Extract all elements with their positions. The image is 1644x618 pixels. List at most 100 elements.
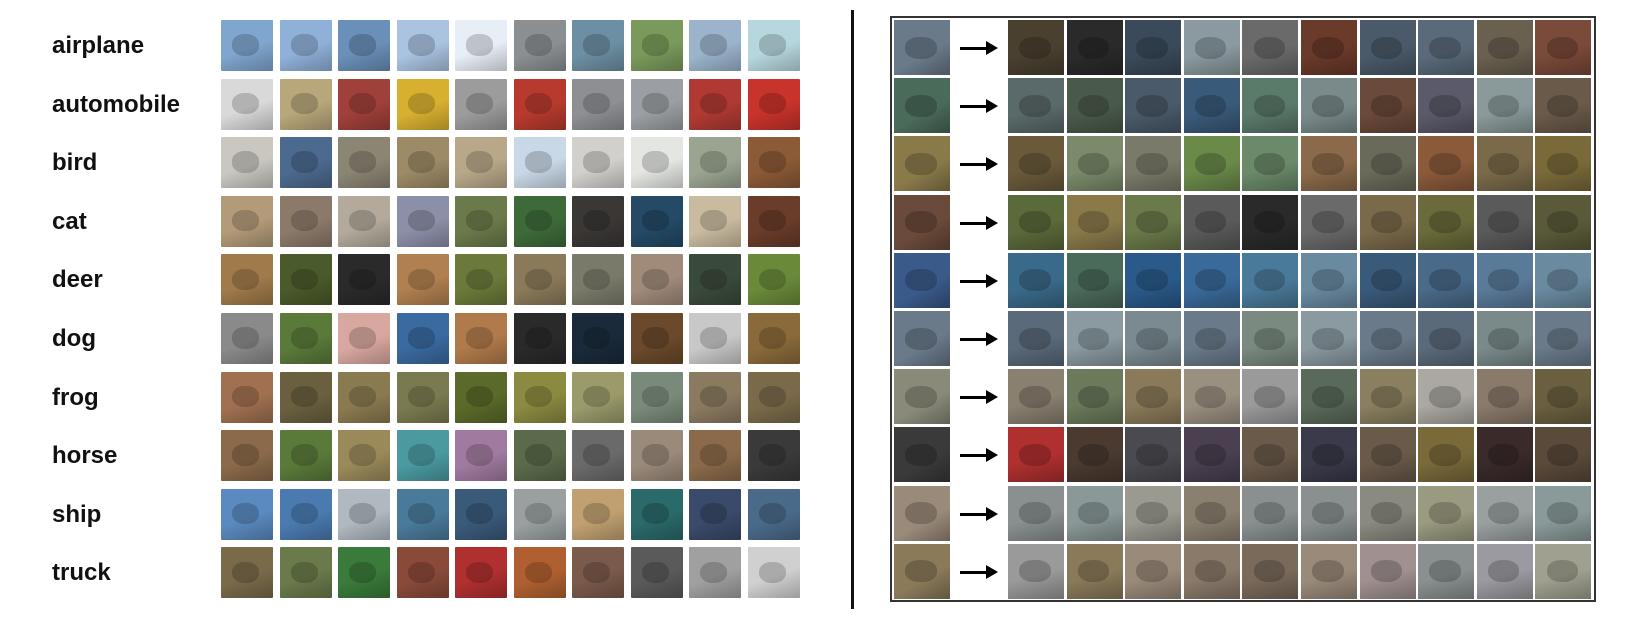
sample-image-cat-4 — [396, 195, 449, 247]
neighbor-image-row-9-1 — [1008, 485, 1064, 541]
neighbor-image-row-10-1 — [1008, 543, 1064, 599]
sample-image-bird-2 — [279, 137, 332, 189]
sample-image-bird-5 — [455, 137, 507, 189]
neighbor-image-row-2-7 — [1359, 78, 1416, 134]
sample-image-horse-2 — [279, 430, 332, 482]
neighbor-image-row-6-6 — [1301, 311, 1357, 366]
sample-image-ship-1 — [221, 488, 273, 540]
arrow-icon — [960, 445, 1000, 465]
neighbor-image-row-4-3 — [1125, 194, 1182, 250]
neighbor-image-row-5-7 — [1359, 252, 1416, 308]
neighbor-image-row-2-9 — [1476, 78, 1533, 134]
sample-image-frog-7 — [572, 371, 624, 423]
query-image-row-5 — [894, 252, 950, 308]
neighbor-image-row-7-9 — [1476, 369, 1533, 425]
neighbor-image-row-3-3 — [1125, 136, 1182, 192]
sample-image-ship-6 — [513, 488, 566, 540]
sample-image-truck-5 — [455, 547, 507, 599]
neighbor-image-row-4-5 — [1242, 194, 1299, 250]
neighbor-image-row-10-9 — [1476, 543, 1533, 599]
query-image-row-9 — [894, 485, 950, 541]
sample-image-airplane-2 — [279, 20, 332, 71]
sample-image-horse-6 — [513, 430, 566, 482]
neighbor-image-row-6-7 — [1359, 311, 1416, 366]
neighbor-image-row-6-1 — [1008, 311, 1064, 366]
sample-image-horse-5 — [455, 430, 507, 482]
neighbor-image-row-6-5 — [1242, 311, 1299, 366]
neighbor-image-row-5-1 — [1008, 252, 1064, 308]
neighbor-image-row-7-3 — [1125, 369, 1182, 425]
neighbor-image-row-4-7 — [1359, 194, 1416, 250]
sample-image-automobile-5 — [455, 78, 507, 130]
sample-image-truck-6 — [513, 547, 566, 599]
neighbor-image-row-9-6 — [1301, 485, 1357, 541]
arrow-icon — [960, 154, 1000, 174]
neighbor-image-row-10-5 — [1242, 543, 1299, 599]
sample-image-automobile-1 — [221, 78, 273, 130]
neighbor-image-row-9-7 — [1359, 485, 1416, 541]
sample-image-ship-10 — [747, 488, 800, 540]
neighbor-image-row-8-6 — [1301, 427, 1357, 483]
sample-image-truck-7 — [572, 547, 624, 599]
sample-image-truck-10 — [747, 547, 800, 599]
neighbor-image-row-4-4 — [1183, 194, 1240, 250]
sample-image-frog-3 — [338, 371, 390, 423]
neighbor-image-row-10-4 — [1183, 543, 1240, 599]
neighbor-image-row-7-7 — [1359, 369, 1416, 425]
sample-image-horse-4 — [396, 430, 449, 482]
sample-image-cat-10 — [747, 195, 800, 247]
neighbor-image-row-1-4 — [1183, 20, 1240, 75]
sample-image-airplane-3 — [338, 20, 390, 71]
arrow-icon — [960, 271, 1000, 291]
sample-image-truck-4 — [396, 547, 449, 599]
class-label-horse: horse — [52, 442, 118, 470]
sample-image-bird-9 — [689, 137, 741, 189]
class-label-cat: cat — [52, 207, 87, 235]
class-label-deer: deer — [52, 266, 103, 294]
arrow-icon — [960, 329, 1000, 349]
class-label-airplane: airplane — [52, 32, 145, 59]
neighbor-image-row-10-2 — [1066, 543, 1123, 599]
sample-image-horse-1 — [221, 430, 273, 482]
sample-image-deer-5 — [455, 254, 507, 306]
sample-image-airplane-8 — [630, 20, 683, 71]
neighbor-image-row-9-8 — [1418, 485, 1475, 541]
sample-image-dog-1 — [221, 313, 273, 364]
sample-image-deer-4 — [396, 254, 449, 306]
sample-image-horse-8 — [630, 430, 683, 482]
neighbor-image-row-10-10 — [1535, 543, 1592, 599]
neighbor-image-row-4-10 — [1535, 194, 1592, 250]
neighbor-image-row-3-6 — [1301, 136, 1357, 192]
neighbor-image-row-1-6 — [1301, 20, 1357, 75]
neighbor-image-row-1-7 — [1359, 20, 1416, 75]
sample-image-cat-6 — [513, 195, 566, 247]
sample-image-automobile-3 — [338, 78, 390, 130]
neighbor-image-row-1-9 — [1476, 20, 1533, 75]
sample-image-airplane-6 — [513, 20, 566, 71]
sample-image-frog-1 — [221, 371, 273, 423]
sample-image-automobile-6 — [513, 78, 566, 130]
sample-image-airplane-5 — [455, 20, 507, 71]
sample-image-ship-7 — [572, 488, 624, 540]
sample-image-ship-8 — [630, 488, 683, 540]
class-label-frog: frog — [52, 383, 99, 411]
neighbor-image-row-4-8 — [1418, 194, 1475, 250]
sample-image-cat-1 — [221, 195, 273, 247]
neighbor-image-row-6-10 — [1535, 311, 1592, 366]
neighbor-image-row-5-10 — [1535, 252, 1592, 308]
sample-image-ship-9 — [689, 488, 741, 540]
sample-image-automobile-9 — [689, 78, 741, 130]
neighbor-image-row-4-2 — [1066, 194, 1123, 250]
neighbor-image-row-3-4 — [1183, 136, 1240, 192]
neighbor-image-row-7-8 — [1418, 369, 1475, 425]
nearest-neighbor-grid — [890, 16, 1596, 602]
neighbor-image-row-9-2 — [1066, 485, 1123, 541]
sample-image-deer-8 — [630, 254, 683, 306]
neighbor-image-row-7-6 — [1301, 369, 1357, 425]
sample-image-deer-3 — [338, 254, 390, 306]
sample-image-frog-10 — [747, 371, 800, 423]
sample-image-bird-6 — [513, 137, 566, 189]
sample-image-bird-3 — [338, 137, 390, 189]
neighbor-image-row-8-4 — [1183, 427, 1240, 483]
neighbor-image-row-5-4 — [1183, 252, 1240, 308]
